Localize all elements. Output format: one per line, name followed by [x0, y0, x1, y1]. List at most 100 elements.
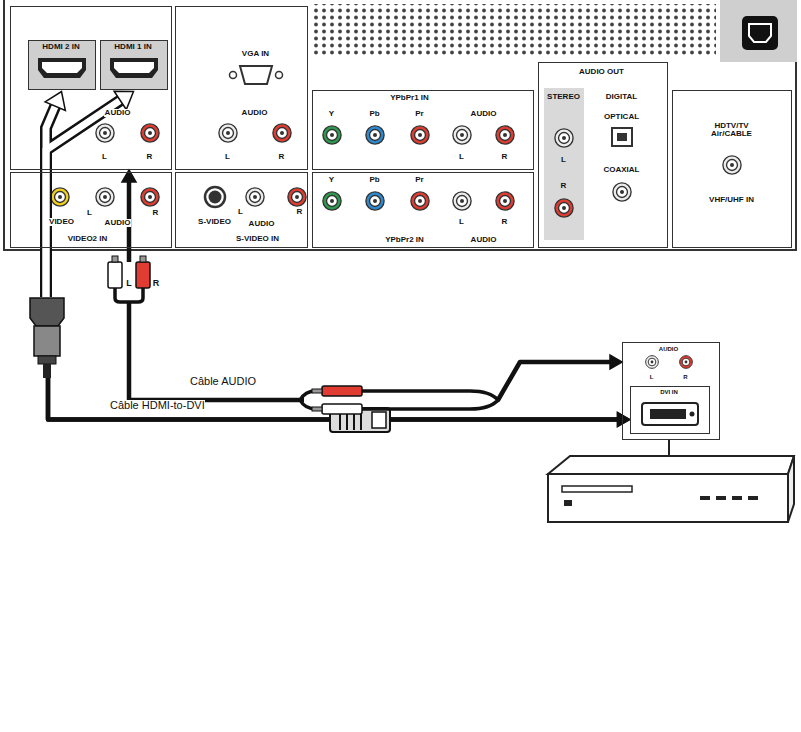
port-label: R: [146, 153, 154, 161]
port-label: VIDEO: [48, 218, 75, 226]
port-label: AUDIO: [470, 236, 498, 244]
antenna-panel: HDTV/TV Air/CABLE VHF/UHF IN: [672, 90, 792, 248]
port-label: VGA IN: [241, 50, 270, 58]
plug-label: L: [126, 279, 132, 288]
cable-gap: [304, 397, 496, 403]
hdmi-port: [110, 58, 158, 78]
dvi-plug-face: [372, 412, 386, 428]
y-jack: [323, 192, 341, 210]
arrow-head: [114, 91, 133, 109]
port-label: S-VIDEO: [197, 218, 232, 226]
port-label: R: [278, 153, 286, 161]
port-label: VIDEO2 IN: [67, 235, 109, 243]
port-label: S-VIDEO IN: [235, 235, 280, 243]
port-label: AUDIO: [104, 219, 132, 227]
audio-jack: [555, 199, 573, 217]
rca-plug-tip: [112, 256, 118, 262]
port-label: HDTV/TV Air/CABLE: [703, 122, 761, 138]
port-label: Pr: [414, 110, 424, 118]
power-socket-inner: [749, 24, 771, 42]
vga-port: [240, 66, 272, 84]
port-label: L: [649, 374, 655, 380]
dvi-port-inner: [650, 409, 686, 419]
player-top: [548, 456, 794, 474]
port-label: Pb: [368, 110, 380, 118]
audio-jack: [96, 188, 114, 206]
player-panel: AUDIOLRDVI IN: [622, 342, 720, 440]
port-label: R: [501, 153, 509, 161]
y-jack: [323, 126, 341, 144]
player-button: [716, 496, 726, 500]
port-label: AUDIO: [241, 109, 269, 117]
player-button: [748, 496, 758, 500]
arrow-head: [610, 355, 622, 369]
port-label: R: [501, 218, 509, 226]
input-panel: AUDIOLRHDMI 2 INHDMI 1 IN: [10, 6, 172, 170]
audio-jack: [453, 192, 471, 210]
port-label: VHF/UHF IN: [708, 196, 755, 204]
optical-port-inner: [617, 133, 627, 141]
port-label: HDMI 2 IN: [41, 43, 80, 51]
port-label: COAXIAL: [603, 166, 641, 174]
dvi-port: [642, 403, 698, 425]
s-video-jack: [205, 187, 225, 207]
port-label: OPTICAL: [603, 113, 640, 121]
arrow-head: [45, 92, 65, 111]
pr-jack: [411, 126, 429, 144]
port-label: L: [458, 218, 465, 226]
hdmi-port-plate: [28, 40, 96, 90]
rca-plug-red: [136, 262, 150, 288]
input-panel: VIDEO L AUDIO R VIDEO2 IN: [10, 172, 172, 248]
player-button: [732, 496, 742, 500]
port-label: AUDIO OUT: [578, 68, 625, 76]
s-video-jack-inner: [209, 191, 222, 204]
audio-jack: [273, 124, 291, 142]
port-label: L: [237, 208, 244, 216]
vga-screw: [230, 72, 237, 79]
optical-port: [612, 128, 632, 146]
hdmi-port: [38, 58, 86, 78]
rca-plug-red: [322, 386, 362, 396]
dvi-port-screw: [690, 412, 695, 417]
player-front: [548, 474, 788, 522]
port-label: YPbPr2 IN: [384, 236, 425, 244]
cables: [48, 302, 618, 420]
rca-plug-white: [108, 262, 122, 288]
cable: [129, 302, 610, 400]
vent-grille: [314, 4, 716, 56]
input-panel: YPbPr1 INYPbPrAUDIOLR: [312, 90, 534, 170]
arrow-head: [618, 413, 630, 427]
audio-jack: [496, 126, 514, 144]
pr-jack: [411, 192, 429, 210]
port-label: R: [152, 209, 160, 217]
cable-label: Câble HDMI-to-DVI: [110, 400, 205, 411]
audio-jack: [453, 126, 471, 144]
port-label: L: [86, 209, 93, 217]
player-button: [700, 496, 710, 500]
video-jack: [51, 188, 69, 206]
audio-jack: [496, 192, 514, 210]
output-panel: AUDIO OUTSTEREOLRDIGITALOPTICALCOAXIAL: [538, 62, 668, 248]
hdmi-port-box: HDMI 1 IN: [100, 40, 168, 90]
disc-slot: [562, 486, 632, 492]
port-label: HDMI 1 IN: [113, 43, 152, 51]
port-label: L: [458, 153, 465, 161]
dvi-port-box: DVI IN: [630, 386, 710, 434]
port-label: AUDIO: [658, 346, 679, 352]
hdmi-port-box: HDMI 2 IN: [28, 40, 96, 90]
arrow-outlines: [46, 100, 129, 297]
arrow-heads: [45, 91, 629, 426]
input-panel: YPbPrLRYPbPr2 INAUDIO: [312, 172, 534, 248]
audio-jack: [141, 188, 159, 206]
audio-jack: [246, 188, 264, 206]
port-label: AUDIO: [104, 109, 132, 117]
input-panel: S-VIDEOLAUDIORS-VIDEO IN: [175, 172, 308, 248]
audio-jack: [555, 129, 573, 147]
rca-plug-tip: [312, 389, 322, 393]
antenna-jack: [723, 156, 741, 174]
arrow-head: [618, 413, 630, 427]
player-lead: [668, 440, 670, 456]
audio-jack: [646, 356, 659, 369]
